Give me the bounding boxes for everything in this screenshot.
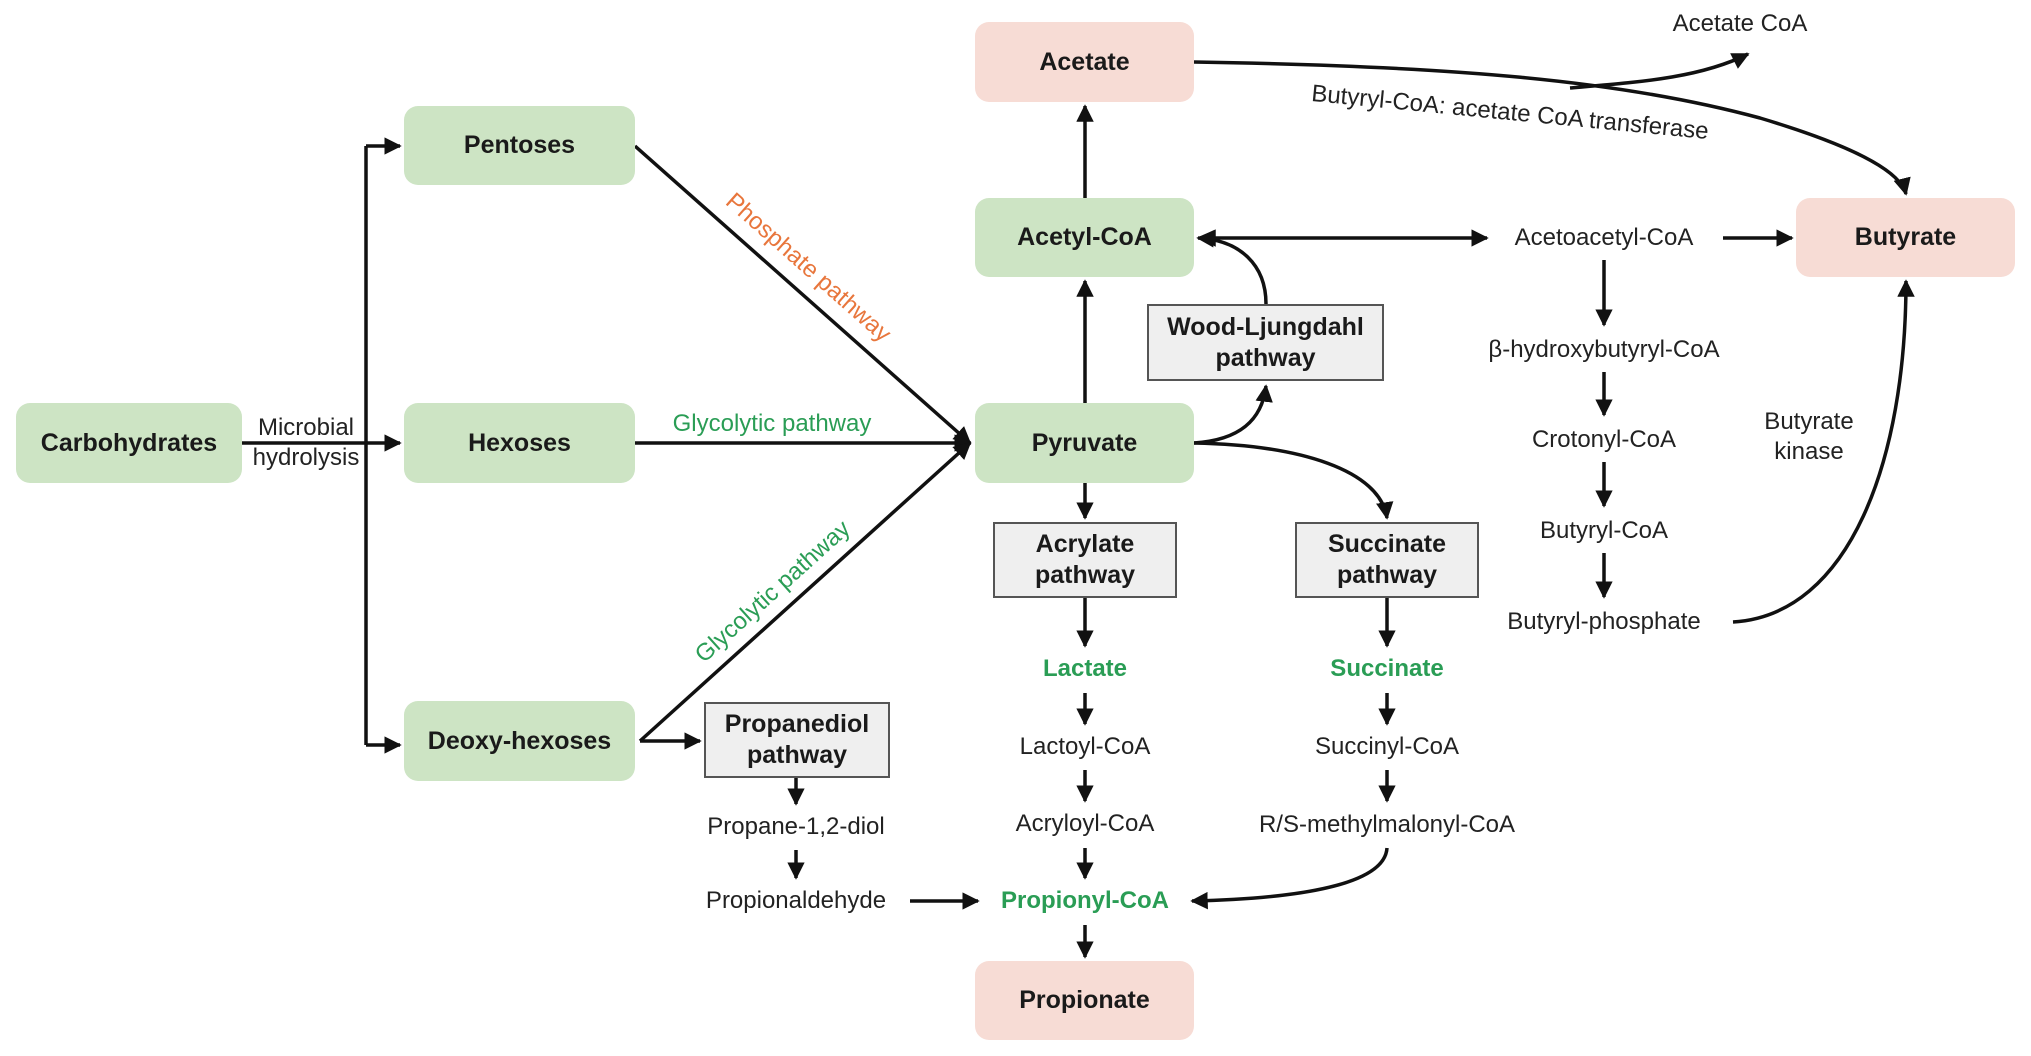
label-line: Butyrate	[1764, 408, 1854, 435]
arrow-deoxy-to-pyruvate	[638, 441, 972, 743]
node-label: Deoxy-hexoses	[427, 726, 612, 755]
node-label: Acetyl-CoA	[1017, 223, 1152, 251]
intermediate-propane-diol: Propane-1,2-diol	[707, 813, 885, 840]
arrow-methylmalonyl-to-propionyl	[1190, 847, 1389, 910]
intermediate-succinyl-coa: Succinyl-CoA	[1314, 733, 1460, 760]
node-label: Pyruvate	[1031, 428, 1138, 457]
arrow-pyruvate-to-succinate	[1193, 441, 1394, 520]
node-pyruvate: Pyruvate	[975, 403, 1194, 483]
pathway-label: pathway	[1034, 561, 1136, 589]
pathway-label: pathway	[1215, 343, 1316, 372]
arrow-pentoses-to-pyruvate	[633, 144, 972, 445]
node-acetyl-coa: Acetyl-CoA	[975, 198, 1194, 277]
pathway-acrylate: Acrylate pathway	[993, 522, 1177, 598]
arrow-pyruvate-to-wood-ljungdahl	[1193, 384, 1273, 445]
pathway-label: Wood-Ljungdahl	[1167, 312, 1364, 341]
pathway-label: Acrylate	[1035, 530, 1135, 558]
intermediate-methylmalonyl-coa: R/S-methylmalonyl-CoA	[1258, 811, 1516, 838]
node-label: Acetate	[1039, 47, 1130, 76]
arrow-acetate-to-butyrate	[1193, 60, 1911, 196]
pathway-wood-ljungdahl: Wood-Ljungdahl pathway	[1147, 304, 1384, 381]
intermediate-succinate: Succinate	[1330, 655, 1444, 682]
node-label: Pentoses	[463, 131, 576, 159]
intermediate-hydroxybutyryl-coa: β-hydroxybutyryl-CoA	[1488, 336, 1720, 363]
node-propionate: Propionate	[975, 961, 1194, 1040]
intermediate-acetoacetyl-coa: Acetoacetyl-CoA	[1514, 224, 1694, 251]
pathway-propanediol: Propanediol pathway	[704, 702, 890, 778]
node-label: Carbohydrates	[40, 428, 218, 457]
label-butyrate-kinase: Butyrate kinase	[1764, 407, 1853, 467]
intermediate-butyryl-coa: Butyryl-CoA	[1539, 517, 1669, 544]
intermediate-propionaldehyde: Propionaldehyde	[705, 887, 887, 914]
node-pentoses: Pentoses	[404, 106, 635, 185]
pathway-succinate: Succinate pathway	[1295, 522, 1479, 598]
intermediate-acetate-coa: Acetate CoA	[1672, 10, 1808, 37]
arrow-to-acetate-coa	[1569, 52, 1750, 90]
pathway-label: Succinate	[1327, 530, 1447, 558]
node-label: Hexoses	[468, 428, 571, 457]
node-label: Propionate	[1019, 986, 1150, 1014]
label-line: hydrolysis	[252, 444, 360, 471]
intermediate-crotonyl-coa: Crotonyl-CoA	[1531, 426, 1677, 453]
intermediate-propionyl-coa: Propionyl-CoA	[1001, 887, 1169, 914]
node-hexoses: Hexoses	[404, 403, 635, 483]
node-deoxy-hexoses: Deoxy-hexoses	[404, 701, 635, 781]
pathway-label: pathway	[746, 741, 848, 769]
label-line: kinase	[1774, 438, 1844, 465]
label-microbial-hydrolysis: Microbial hydrolysis	[253, 413, 360, 473]
node-butyrate: Butyrate	[1796, 198, 2015, 277]
arrow-butyryl-phosphate-to-butyrate	[1732, 279, 1915, 624]
node-label: Butyrate	[1854, 223, 1957, 251]
arrow-wood-ljungdahl-to-acetyl-coa	[1196, 230, 1268, 305]
intermediate-acryloyl-coa: Acryloyl-CoA	[1015, 810, 1155, 837]
intermediate-lactoyl-coa: Lactoyl-CoA	[1019, 733, 1151, 760]
node-carbohydrates: Carbohydrates	[16, 403, 242, 483]
intermediate-lactate: Lactate	[1042, 655, 1128, 682]
label-line: Microbial	[257, 414, 355, 441]
pathway-label: pathway	[1336, 561, 1438, 589]
intermediate-butyryl-phosphate: Butyryl-phosphate	[1507, 608, 1701, 635]
node-acetate: Acetate	[975, 22, 1194, 102]
pathway-label: Propanediol	[724, 710, 870, 738]
label-glycolytic-pathway-hexoses: Glycolytic pathway	[672, 410, 872, 437]
